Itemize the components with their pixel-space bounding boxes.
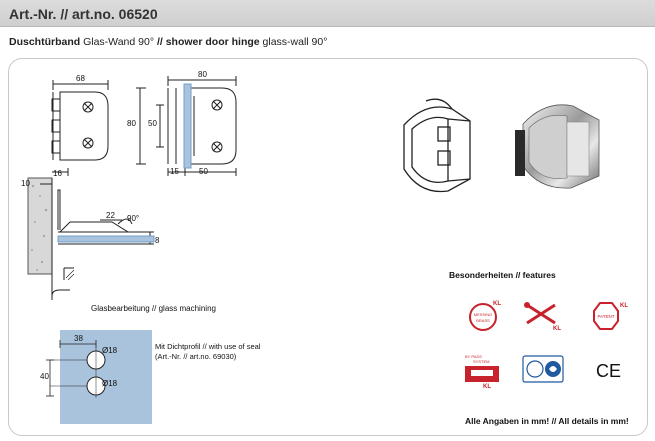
dim-bottom-15: 15 — [170, 167, 179, 176]
dim-height-outer: 80 — [127, 119, 136, 128]
seal-note: Mit Dichtprofil // with use of seal (Art… — [155, 342, 260, 362]
dim-bottom-50: 50 — [199, 167, 208, 176]
plate-dim-38: 38 — [74, 334, 83, 343]
dim-width-left: 68 — [76, 74, 85, 83]
subtitle-sep: // — [156, 36, 163, 48]
plate-hole-top: Ø18 — [102, 346, 118, 355]
seal-note-line2: (Art.-Nr. // art.no. 69030) — [155, 352, 237, 361]
plate-dim-40: 40 — [40, 372, 49, 381]
dim-angle: 90° — [127, 214, 140, 223]
dim-side-8: 8 — [155, 236, 160, 245]
article-title: Art.-Nr. // art.no. 06520 — [9, 6, 158, 22]
dim-height-inner: 50 — [148, 119, 157, 128]
dim-side-22: 22 — [106, 211, 115, 220]
subtitle-en-normal: glass-wall 90° — [262, 36, 328, 48]
dim-side-10: 10 — [21, 179, 30, 188]
features-title: Besonderheiten // features — [449, 270, 556, 280]
all-details-note: Alle Angaben in mm! // All details in mm… — [465, 416, 629, 426]
subtitle-en-bold: shower door hinge — [165, 36, 260, 48]
subtitle-de-normal: Glas-Wand 90° — [83, 36, 155, 48]
glass-machining-label: Glasbearbeitung // glass machining — [91, 304, 216, 313]
dim-side-16: 16 — [53, 169, 62, 178]
subtitle-de-bold: Duschtürband — [9, 36, 81, 48]
dim-width-right: 80 — [198, 70, 207, 79]
plate-hole-bottom: Ø18 — [102, 379, 118, 388]
header-bar: Art.-Nr. // art.no. 06520 — [0, 0, 655, 27]
product-subtitle: Duschtürband Glas-Wand 90° // shower doo… — [9, 36, 327, 48]
seal-note-line1: Mit Dichtprofil // with use of seal — [155, 342, 261, 351]
